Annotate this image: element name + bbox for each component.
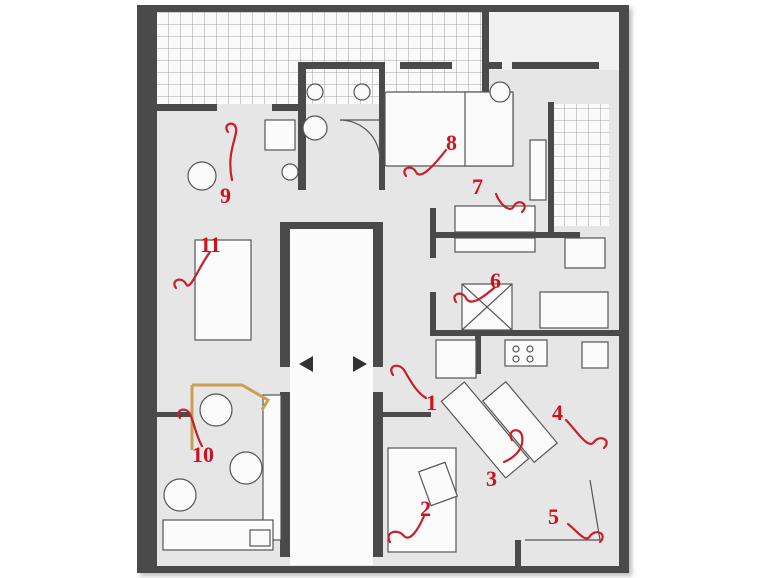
- bathroom-top-right: [487, 12, 619, 70]
- marker-3: [502, 429, 524, 464]
- room-label-6: 6: [490, 268, 501, 293]
- marker-6: [453, 286, 496, 304]
- marker-11: [173, 250, 212, 290]
- room-label-1: 1: [426, 390, 437, 415]
- room-label-5: 5: [548, 504, 559, 529]
- room-label-8: 8: [446, 130, 457, 155]
- room-label-9: 9: [220, 183, 231, 208]
- outer-walls: [137, 5, 629, 573]
- terrace-right: [552, 104, 609, 226]
- room-label-3: 3: [486, 466, 497, 491]
- room-label-10: 10: [192, 442, 214, 467]
- room-label-4: 4: [552, 400, 563, 425]
- marker-4: [564, 418, 608, 450]
- stairwell: [290, 229, 373, 565]
- marker-9: [225, 122, 238, 182]
- stair-arrow-right: [353, 356, 367, 372]
- marker-8: [403, 148, 448, 178]
- room-label-11: 11: [200, 232, 221, 257]
- interior-walls: [157, 10, 619, 566]
- room-label-2: 2: [420, 496, 431, 521]
- furniture: [162, 81, 609, 553]
- room-markers: [173, 122, 608, 544]
- stair-arrow-left: [299, 356, 313, 372]
- marker-2: [387, 514, 426, 544]
- room-label-7: 7: [472, 174, 483, 199]
- marker-10: [177, 408, 204, 448]
- marker-7: [494, 192, 526, 214]
- marker-5: [566, 522, 604, 544]
- marker-1: [390, 364, 428, 400]
